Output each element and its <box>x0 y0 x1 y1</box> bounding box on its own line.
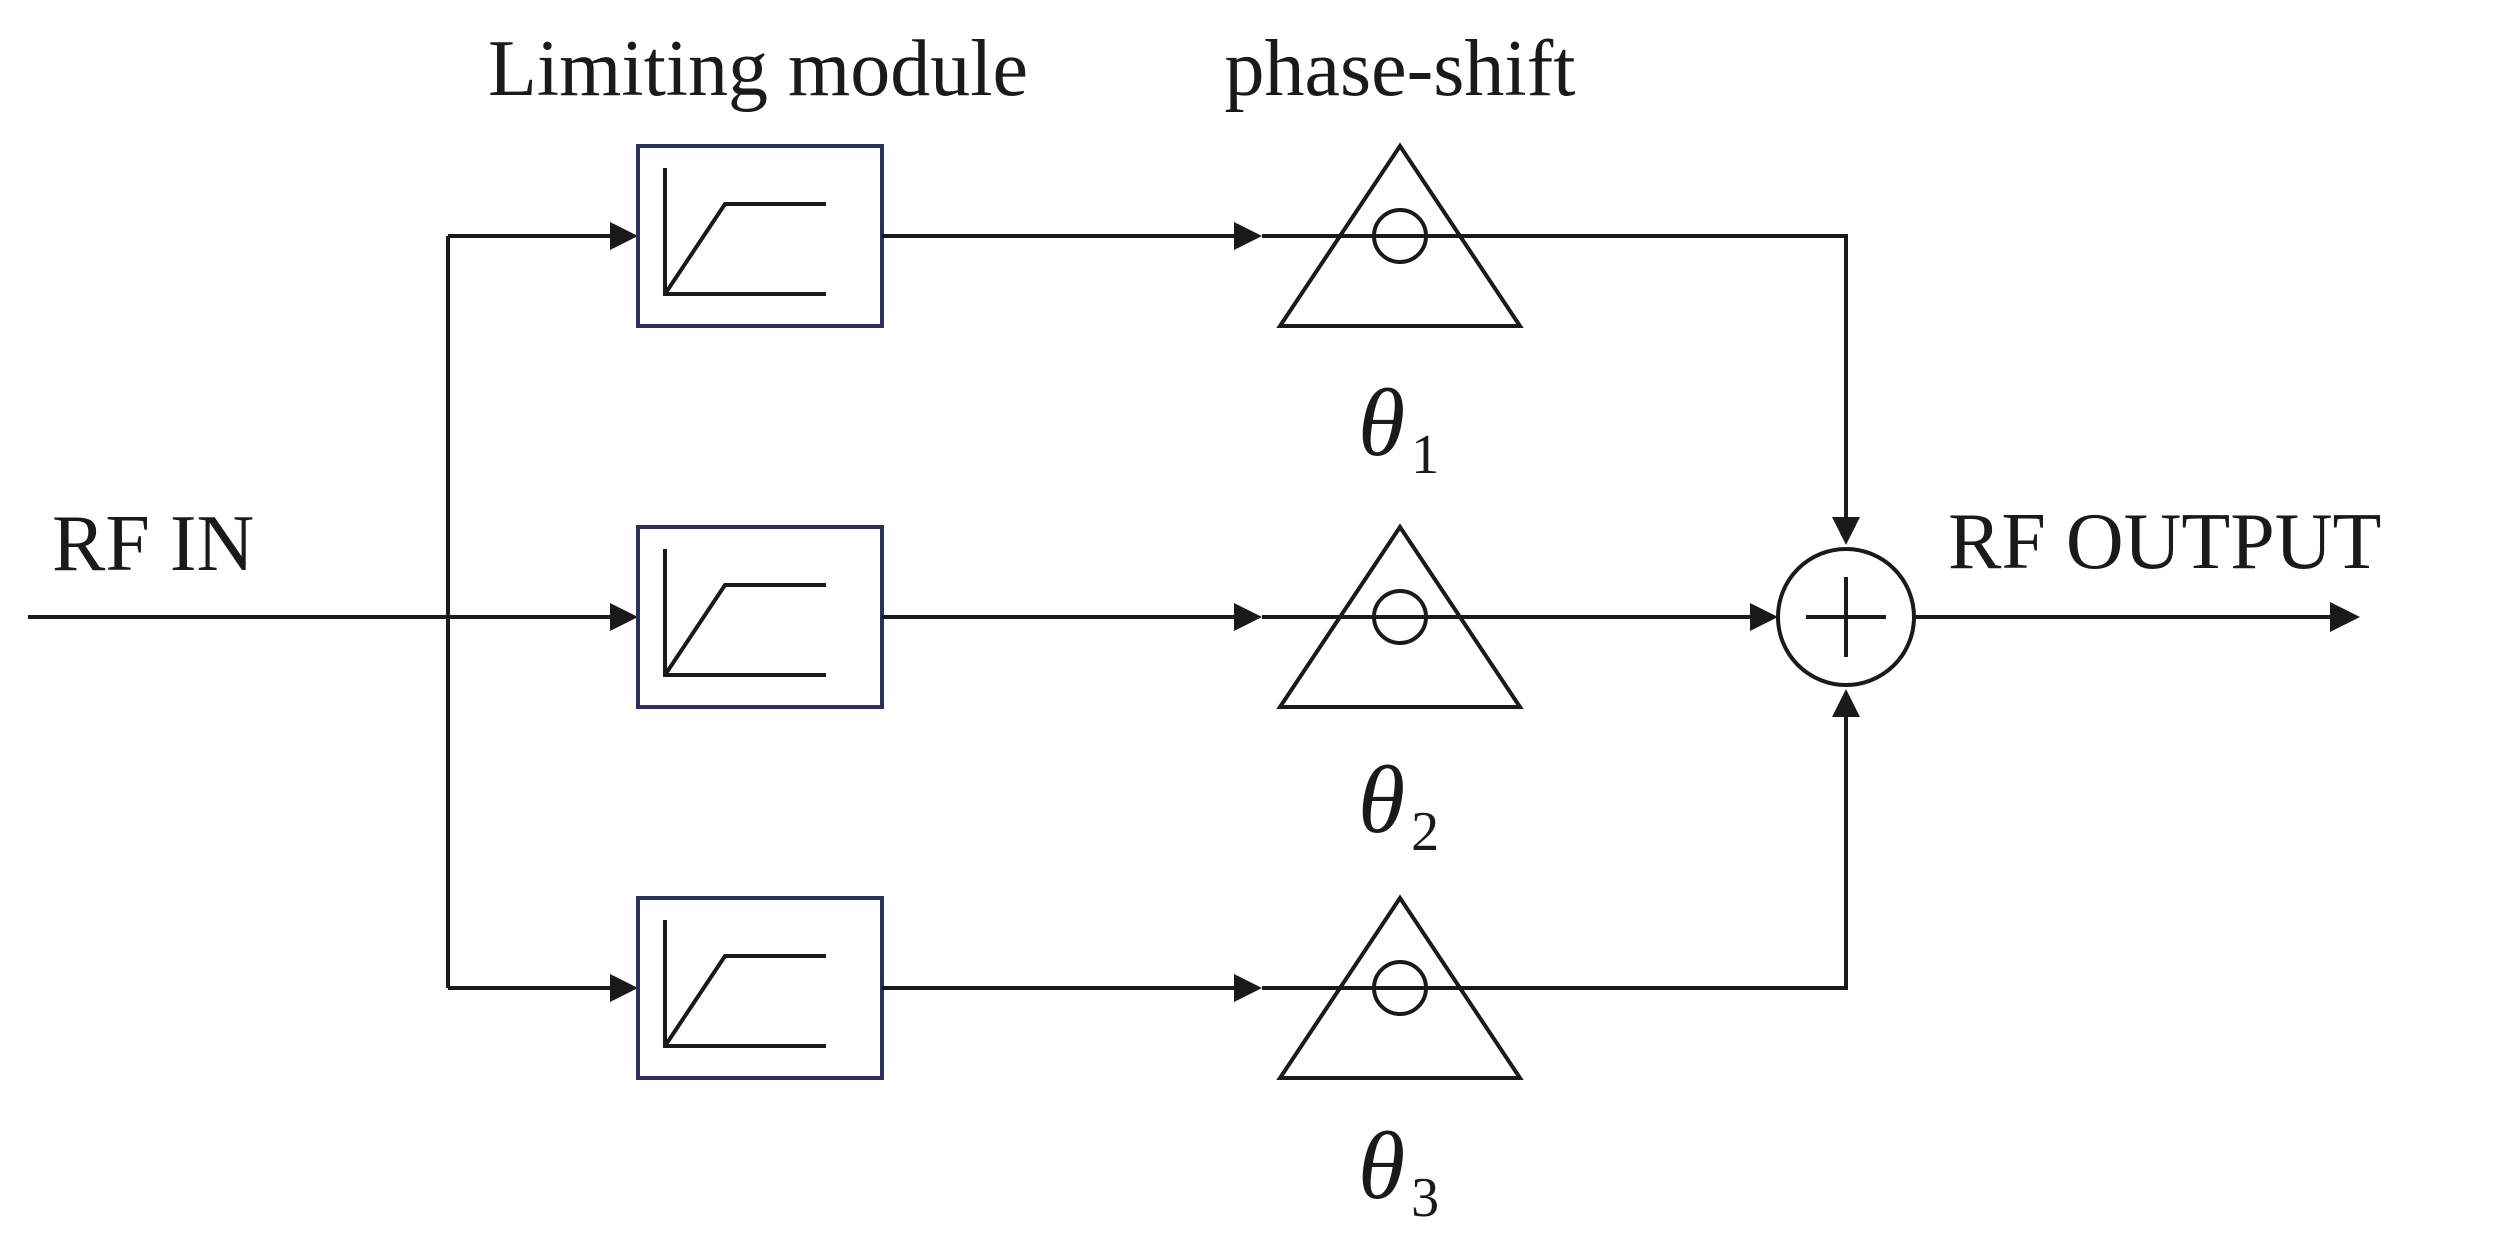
limiter-box <box>636 525 884 709</box>
phase-shifter-circle <box>1372 589 1428 645</box>
limiting-module-header: Limiting module <box>488 25 1028 113</box>
arrow-head <box>1234 603 1262 631</box>
return-line <box>1538 234 1848 520</box>
phase-shifter-circle <box>1372 208 1428 264</box>
phase-shifter-1 <box>1262 142 1538 328</box>
arrow-head <box>1832 517 1860 545</box>
arrow-head <box>610 603 638 631</box>
arrow-head <box>1234 974 1262 1002</box>
phase-shift-header: phase-shift <box>1224 25 1575 113</box>
limiter-block-1 <box>636 144 884 328</box>
limiter-block-2 <box>636 525 884 709</box>
rf-output-label: RF OUTPUT <box>1948 498 2381 586</box>
limiter-box <box>636 144 884 328</box>
arrow-head <box>610 974 638 1002</box>
output-arrow-head <box>2330 602 2360 632</box>
rf-in-label: RF IN <box>52 500 254 588</box>
limiter-box <box>636 896 884 1080</box>
phase-shifter-3 <box>1262 894 1538 1080</box>
arrow-head <box>610 222 638 250</box>
return-line <box>1538 714 1848 990</box>
arrow-head <box>1234 222 1262 250</box>
arrow-head <box>1750 603 1778 631</box>
phase-shifter-circle <box>1372 960 1428 1016</box>
summing-junction <box>1776 547 1916 687</box>
limiter-block-3 <box>636 896 884 1080</box>
arrow-head <box>1832 689 1860 717</box>
limiter-transfer-curve <box>663 583 826 677</box>
limiter-transfer-curve <box>663 954 826 1048</box>
phase-shifter-2 <box>1262 523 1538 709</box>
limiter-transfer-curve <box>663 202 826 296</box>
